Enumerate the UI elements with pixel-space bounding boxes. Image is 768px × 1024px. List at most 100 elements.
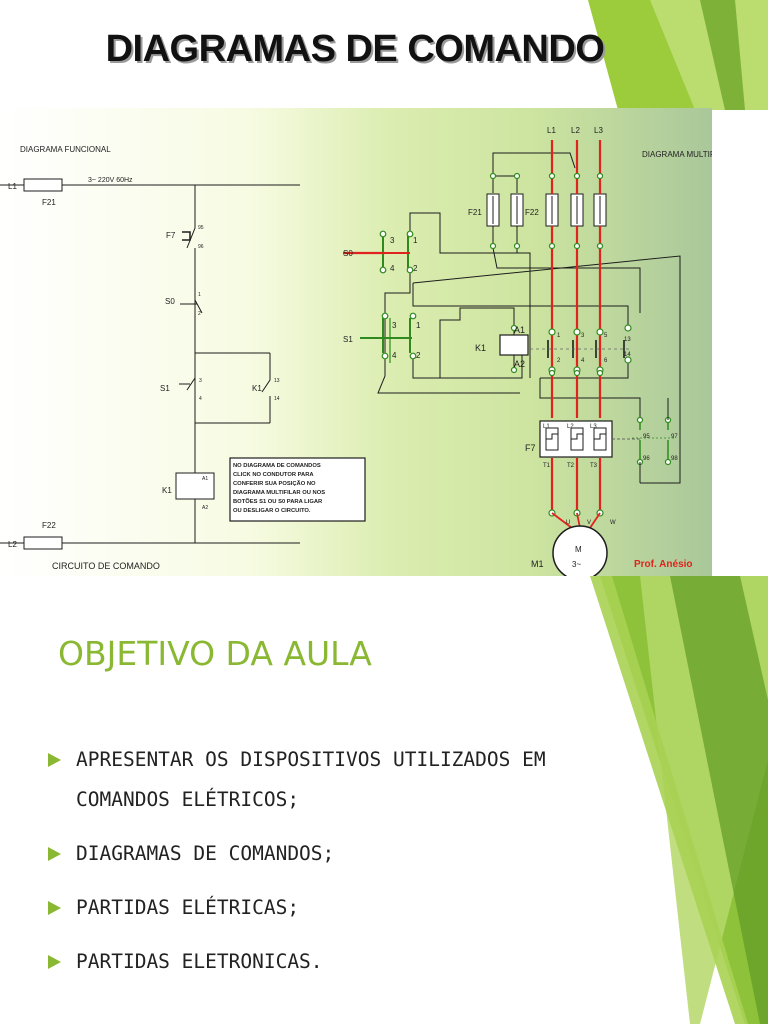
objectives-list: APRESENTAR OS DISPOSITIVOS UTILIZADOS EM… <box>48 740 608 996</box>
section-title: OBJETIVO DA AULA <box>58 634 372 673</box>
triangle-bullet-icon <box>48 901 61 915</box>
functional-labels: DIAGRAMA FUNCIONAL 3~ 220V 60Hz L1 L2 F2… <box>8 145 280 571</box>
overload-relay-f7 <box>539 420 640 458</box>
instruction-note: NO DIAGRAMA DE COMANDOS CLICK NO CONDUTO… <box>229 457 366 522</box>
aux-terminals <box>548 416 672 517</box>
contact-bottom-2: 2 <box>557 358 561 364</box>
aux-bottom-96: 96 <box>643 456 650 462</box>
multifilar-fuse-right-label: F22 <box>525 208 539 217</box>
line-label-l3: L3 <box>594 126 603 135</box>
relay-terminal-2: 96 <box>198 244 204 250</box>
list-item-text: APRESENTAR OS DISPOSITIVOS UTILIZADOS EM… <box>76 748 546 811</box>
start-button-s1 <box>186 353 196 391</box>
list-item: DIAGRAMAS DE COMANDOS; <box>48 834 608 874</box>
overload-top-l1: L1 <box>543 424 550 430</box>
note-line-4: DIAGRAMA MULTIFILAR OU NOS <box>233 490 325 496</box>
line-label-l2: L2 <box>571 126 580 135</box>
fuse-f21 <box>23 178 63 192</box>
multifilar-coil-label: K1 <box>475 343 486 353</box>
contact-top-5: 5 <box>604 333 608 339</box>
coil-a2-label: A2 <box>202 505 208 511</box>
overload-bottom-t2: T2 <box>567 463 575 469</box>
s0-label: S0 <box>165 297 175 306</box>
s1-terminal-2: 4 <box>199 396 202 402</box>
multifilar-s0-label: S0 <box>343 249 353 258</box>
line-label-l1: L1 <box>547 126 556 135</box>
relay-label: F7 <box>166 231 176 240</box>
aux-wiring <box>639 398 669 483</box>
line1-label: L1 <box>8 182 17 191</box>
contact-top-13: 13 <box>624 337 631 343</box>
k1-coil-box <box>499 334 529 356</box>
overload-top-l2: L2 <box>567 424 574 430</box>
multifilar-overload-label: F7 <box>525 443 536 453</box>
multifilar-control-wiring <box>377 152 681 484</box>
command-diagram-figure: DIAGRAMA FUNCIONAL 3~ 220V 60Hz L1 L2 F2… <box>0 108 712 576</box>
stop-button-s0 <box>194 293 203 314</box>
multifilar-coil-a1: A1 <box>514 325 525 335</box>
s0-terminal-1: 1 <box>413 236 418 245</box>
contact-bottom-4: 4 <box>581 358 585 364</box>
motor-terminal-w: W <box>610 520 616 526</box>
coil-k1 <box>175 472 215 500</box>
list-item-text: PARTIDAS ELETRONICAS. <box>76 950 323 973</box>
slide-title: DIAGRAMAS DE COMANDO <box>105 28 605 70</box>
motor-terminal-u: U <box>566 520 570 526</box>
triangle-bullet-icon <box>48 753 61 767</box>
author-label: Prof. Anésio <box>634 559 693 570</box>
aux-top-95: 95 <box>643 434 650 440</box>
overload-bottom-t3: T3 <box>590 463 598 469</box>
fuse1-label: F21 <box>42 198 56 207</box>
s0-terminal-1: 1 <box>198 292 201 298</box>
motor-label: M1 <box>531 559 544 569</box>
contact-top-3: 3 <box>581 333 585 339</box>
k1-contact-label: K1 <box>252 384 262 393</box>
multifilar-heading: DIAGRAMA MULTIFILAR <box>642 150 712 159</box>
note-line-1: NO DIAGRAMA DE COMANDOS <box>233 463 321 469</box>
coil-label: K1 <box>162 486 172 495</box>
multifilar-s1-label: S1 <box>343 335 353 344</box>
functional-footer: CIRCUITO DE COMANDO <box>52 561 160 571</box>
s1-label: S1 <box>160 384 170 393</box>
s0-terminal-3: 3 <box>390 236 395 245</box>
bottom-dark-shard <box>670 576 768 1024</box>
top-dark-shard <box>700 0 745 110</box>
motor-type: 3~ <box>572 560 581 569</box>
overload-bottom-t1: T1 <box>543 463 551 469</box>
contact-top-1: 1 <box>557 333 561 339</box>
triangle-bullet-icon <box>48 955 61 969</box>
motor-terminal-v: V <box>587 520 591 526</box>
functional-diagram <box>0 178 300 550</box>
aux-bottom-98: 98 <box>671 456 678 462</box>
multifilar-fuse-elements <box>551 196 601 224</box>
relay-terminal-1: 95 <box>198 225 204 231</box>
list-item: PARTIDAS ELETRONICAS. <box>48 942 608 982</box>
k1-contact-terminals <box>489 172 632 377</box>
s0-terminal-2: 2 <box>198 311 201 317</box>
multifilar-labels: DIAGRAMA MULTIFILAR L1 L2 L3 F21 F22 S0 … <box>343 126 712 570</box>
multifilar-fuse-left-label: F21 <box>468 208 482 217</box>
motor-m1 <box>551 512 608 576</box>
list-item: APRESENTAR OS DISPOSITIVOS UTILIZADOS EM… <box>48 740 608 820</box>
multifilar-coil-a2: A2 <box>514 359 525 369</box>
functional-heading: DIAGRAMA FUNCIONAL <box>20 145 111 154</box>
contact-bottom-6: 6 <box>604 358 608 364</box>
coil-a1-label: A1 <box>202 476 208 482</box>
s0-terminal-4: 4 <box>390 264 395 273</box>
list-item-text: PARTIDAS ELÉTRICAS; <box>76 896 300 919</box>
s1-terminal-1: 3 <box>199 378 202 384</box>
motor-symbol: M <box>575 545 582 554</box>
push-button-terminals <box>379 230 417 360</box>
k1-main-contacts <box>530 340 630 358</box>
s1-terminal-4: 4 <box>392 351 397 360</box>
k1-contact-terminal-2: 14 <box>274 396 280 402</box>
note-line-6: OU DESLIGAR O CIRCUITO. <box>233 508 311 514</box>
contact-bottom-14: 14 <box>624 352 631 358</box>
triangle-bullet-icon <box>48 847 61 861</box>
push-buttons <box>343 236 412 363</box>
note-line-5: BOTÕES S1 OU S0 PARA LIGAR <box>233 498 323 505</box>
s1-terminal-1: 1 <box>416 321 421 330</box>
s1-terminal-2: 2 <box>416 351 421 360</box>
supply-label: 3~ 220V 60Hz <box>88 177 133 184</box>
